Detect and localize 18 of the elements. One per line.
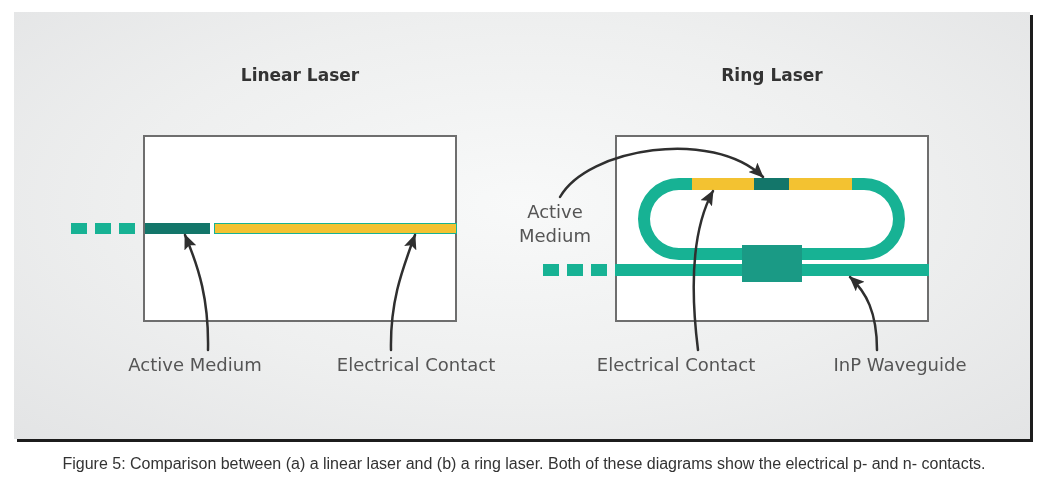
leader-arrow <box>389 233 417 352</box>
figure-caption: Figure 5: Comparison between (a) a linear laser and (b) a ring laser. Both of these diagrams show the electrical p- and n- contacts. <box>62 454 986 474</box>
contact-strip <box>692 178 754 190</box>
callout-label: InP Waveguide <box>833 353 967 377</box>
panel-heading: Ring Laser <box>721 64 823 86</box>
leader-arrow <box>692 189 715 352</box>
panel-heading: Linear Laser <box>240 64 360 86</box>
callout-label: Active Medium <box>519 200 591 248</box>
callout-label: Active Medium <box>128 353 262 377</box>
contact-strip <box>214 223 457 234</box>
leader-arrow <box>848 275 879 352</box>
active-section <box>754 178 789 190</box>
leader-arrow <box>183 233 210 352</box>
leader-arrow <box>558 147 765 199</box>
callout-label: Electrical Contact <box>336 353 496 377</box>
active-section <box>145 223 210 234</box>
callout-label: Electrical Contact <box>596 353 756 377</box>
contact-strip <box>789 178 852 190</box>
